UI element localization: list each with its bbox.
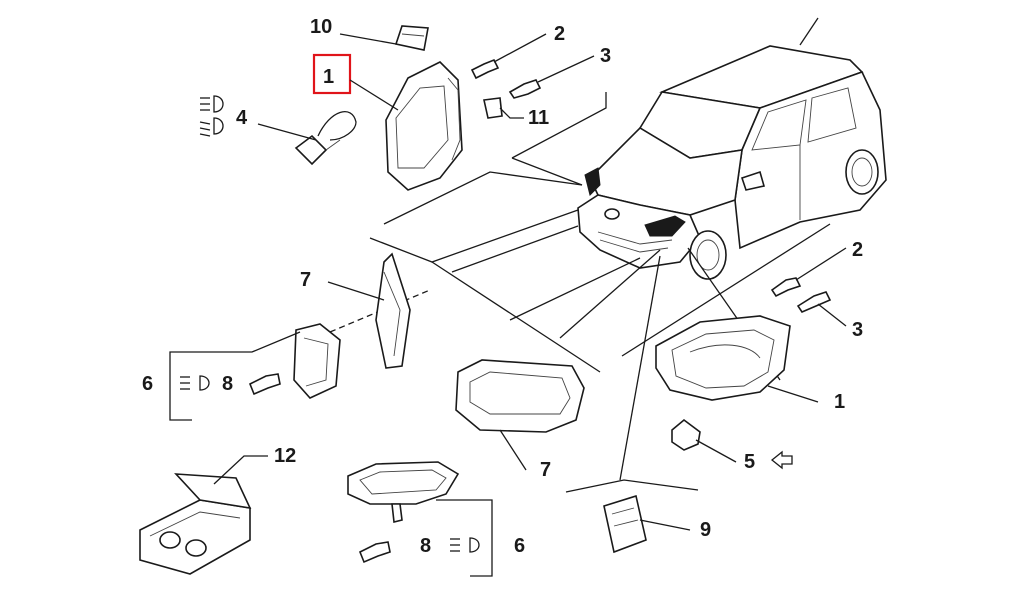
label-2-top: 2 — [554, 23, 565, 45]
label-2-right: 2 — [852, 239, 863, 261]
label-9: 9 — [700, 519, 711, 541]
label-3-top: 3 — [600, 45, 611, 67]
label-6-bottom: 6 — [514, 535, 525, 557]
part-4-bulb: 4 — [199, 95, 357, 166]
headlight-high-beam-icon — [200, 95, 224, 113]
part-1-headlight-top: 1 — [312, 53, 463, 191]
fog-light-icon — [180, 375, 210, 391]
label-7-left: 7 — [300, 269, 311, 291]
label-7-center: 7 — [540, 459, 551, 481]
highlight-box-part-1 — [312, 53, 352, 95]
label-8-bottom: 8 — [420, 535, 431, 557]
car-illustration — [577, 17, 887, 280]
part-9-card: 9 — [603, 494, 711, 554]
headlight-low-beam-icon — [199, 117, 224, 137]
part-11-connector: 11 — [483, 97, 549, 129]
label-4: 4 — [236, 107, 248, 129]
arrow-left-icon — [770, 450, 793, 470]
label-10: 10 — [310, 16, 332, 38]
label-3-right: 3 — [852, 319, 863, 341]
parts-2-3-screws-right: 2 3 — [770, 239, 863, 341]
label-5: 5 — [744, 451, 755, 473]
label-1-top: 1 — [323, 66, 334, 88]
label-11: 11 — [528, 107, 549, 129]
fog-light-icon-bottom — [450, 537, 480, 553]
label-6-left: 6 — [142, 373, 153, 395]
part-6-fog-lamp-bottom: 6 8 — [347, 461, 525, 577]
parts-2-3-screws-top: 2 3 — [470, 23, 611, 99]
part-12-bulb-kit: 12 — [139, 445, 296, 575]
part-10-clip: 10 — [310, 16, 429, 51]
part-6-fog-lamp-left: 6 8 — [142, 323, 341, 421]
label-12: 12 — [274, 445, 296, 467]
label-1-right: 1 — [834, 391, 845, 413]
label-8-left: 8 — [222, 373, 233, 395]
part-5-bulb: 5 — [671, 418, 793, 473]
part-7-bezel-center: 7 — [455, 359, 585, 481]
part-1-headlight-right: 1 — [655, 315, 845, 413]
part-7-bezel-left: 7 — [300, 252, 411, 369]
